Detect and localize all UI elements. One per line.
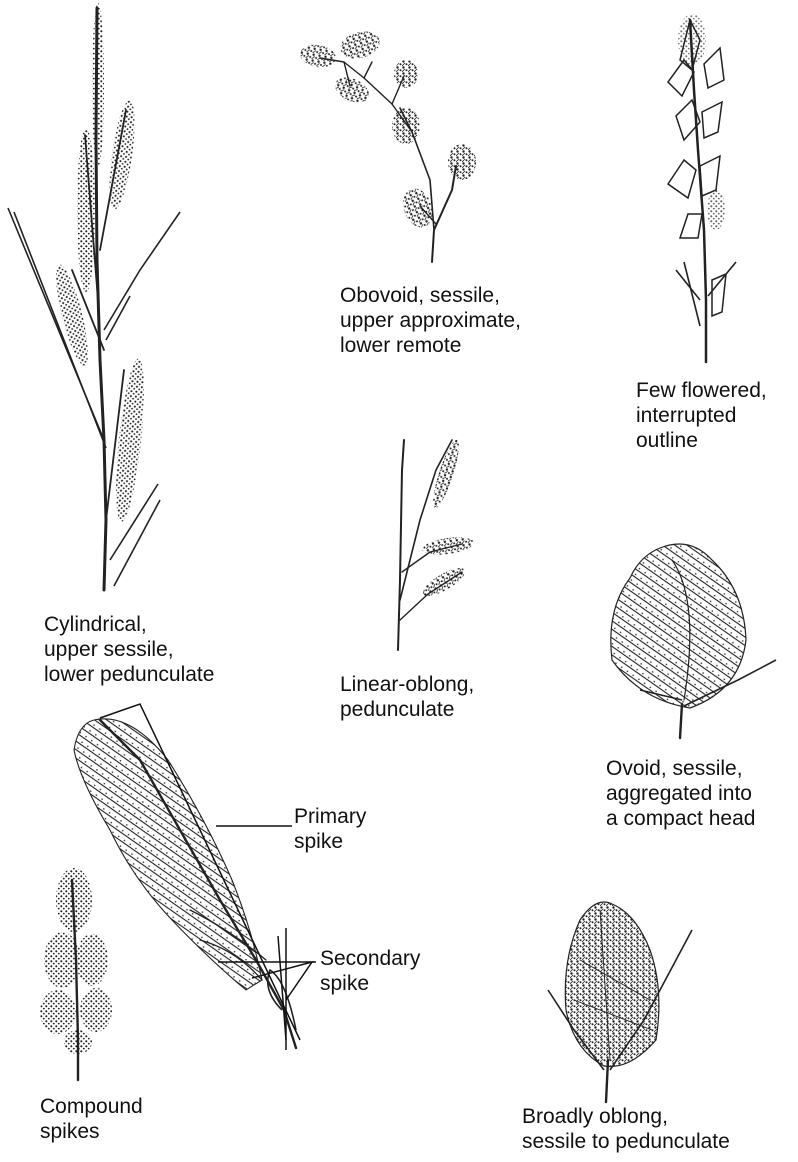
label-ovoid: Ovoid, sessile, aggregated into a compac… [606, 756, 755, 831]
label-linear-oblong: Linear-oblong, pedunculate [340, 672, 474, 722]
label-cylindrical: Cylindrical, upper sessile, lower pedunc… [44, 612, 214, 687]
compound-spikes-drawing [40, 868, 112, 1080]
label-broadly-oblong: Broadly oblong, sessile to pedunculate [522, 1104, 730, 1154]
linear-oblong-spike-drawing [398, 438, 475, 650]
label-few-flowered: Few flowered, interrupted outline [636, 378, 767, 453]
obovoid-spike-drawing [298, 27, 476, 262]
primary-secondary-spike-drawing [74, 704, 316, 1050]
label-primary-spike: Primary spike [294, 804, 366, 854]
few-flowered-spike-drawing [668, 14, 736, 362]
label-obovoid: Obovoid, sessile, upper approximate, low… [340, 283, 521, 358]
ovoid-head-drawing [611, 544, 776, 738]
label-compound: Compound spikes [40, 1094, 143, 1144]
label-secondary-spike: Secondary spike [320, 946, 420, 996]
cylindrical-spike-drawing [8, 3, 180, 590]
broadly-oblong-drawing [548, 902, 692, 1102]
